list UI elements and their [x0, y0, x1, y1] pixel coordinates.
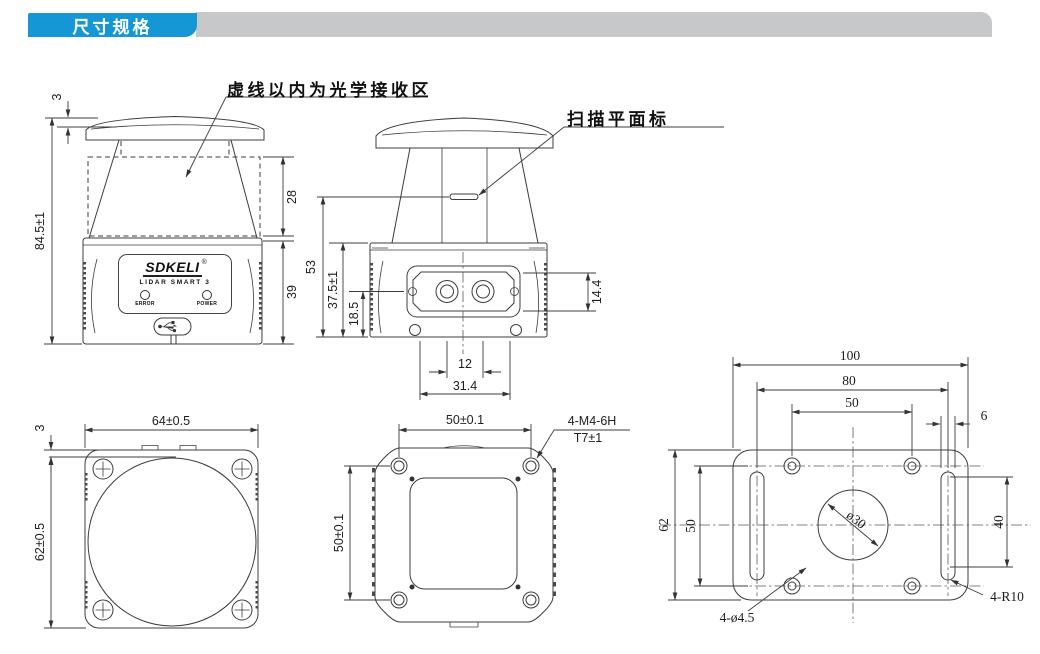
power-led: POWER: [194, 290, 220, 307]
dim-mount-depth: T7±1: [573, 431, 603, 445]
dim-side-body-height: 37.5±1: [326, 270, 340, 310]
dim-front-window: 28: [285, 190, 299, 204]
power-led-label: POWER: [196, 301, 218, 307]
dim-bottom-offset: 3: [33, 424, 47, 432]
header-band: [196, 12, 992, 37]
bottom-view-drawing: [44, 424, 259, 629]
error-led-label: ERROR: [135, 301, 155, 307]
dim-plate-height: 62: [656, 518, 671, 532]
dim-plate-slot-length: 40: [991, 515, 1006, 529]
plate-view-drawing: [660, 357, 1031, 623]
corner-screws: [92, 458, 253, 621]
scan-plane-note: 扫描平面标: [567, 110, 670, 129]
optical-zone-note: 虚线以内为光学接收区: [227, 81, 432, 100]
dim-plate-corner-holes: 4-ø4.5: [719, 610, 755, 625]
section-title: 尺寸规格: [72, 17, 153, 37]
dim-side-connector-height: 18.5: [347, 301, 361, 327]
dim-side-panel-height: 14.4: [590, 279, 604, 305]
side-view-drawing: [316, 117, 724, 400]
dim-plate-slot-width: 6: [980, 408, 988, 423]
dim-mount-thread: 4-M4-6H: [567, 414, 617, 428]
dim-front-cap: 3: [50, 93, 64, 101]
dim-plate-slot-pitch: 80: [842, 373, 856, 388]
model-name: LIDAR SMART 3: [139, 279, 211, 286]
dim-plate-hole-pitch: 50: [845, 395, 859, 410]
dim-front-total-height: 84.5±1: [33, 211, 47, 251]
dim-bottom-height: 62±0.5: [33, 522, 47, 562]
dim-plate-slot-radius: 4-R10: [990, 589, 1024, 604]
dim-mount-pitch-y: 50±0.1: [332, 513, 346, 553]
front-view-drawing: [44, 96, 420, 345]
device-label-panel: SDKELI® LIDAR SMART 3 ERROR POWER: [118, 254, 232, 314]
trademark-symbol: ®: [201, 259, 207, 266]
dim-plate-hole-pitch-v: 50: [683, 519, 698, 533]
error-led-icon: [140, 290, 150, 300]
dim-side-pitch: 12: [458, 357, 472, 371]
section-tab: 尺寸规格: [28, 13, 197, 37]
brand-logo: SDKELI: [143, 259, 202, 277]
dim-bottom-width: 64±0.5: [151, 414, 191, 428]
dim-side-scan-height: 53: [304, 260, 318, 274]
error-led: ERROR: [132, 290, 158, 307]
dim-plate-width: 100: [839, 348, 861, 363]
dim-mount-pitch-x: 50±0.1: [445, 413, 485, 427]
power-led-icon: [202, 290, 212, 300]
dim-front-base: 39: [285, 285, 299, 299]
dim-side-span: 31.4: [452, 379, 478, 393]
brand-row: SDKELI®: [119, 259, 231, 277]
mount-view-drawing: [344, 424, 630, 628]
